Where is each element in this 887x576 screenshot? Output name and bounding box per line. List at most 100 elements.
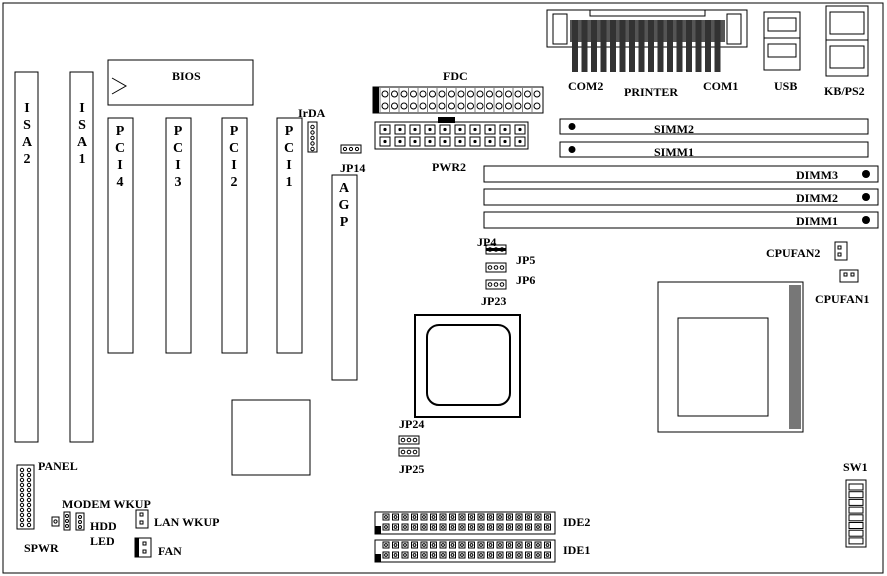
cpu-socket	[657, 281, 804, 433]
svg-text:I: I	[286, 158, 291, 173]
usb-label: USB	[774, 79, 797, 93]
svg-text:I: I	[175, 158, 180, 173]
jp5-label: JP5	[516, 253, 535, 267]
lan-wkup-label: LAN WKUP	[154, 515, 219, 529]
hdd-label: HDD	[90, 519, 117, 533]
south-bridge-chip	[231, 399, 311, 476]
svg-text:P: P	[174, 124, 183, 139]
pci1-slot	[276, 117, 303, 354]
isa2-slot	[14, 71, 39, 443]
com1-label: COM1	[703, 79, 738, 93]
cpufan2-header	[834, 241, 848, 261]
svg-text:C: C	[115, 141, 125, 156]
isa1-slot-label: I S A 1	[77, 101, 88, 167]
simm2-label: SIMM2	[654, 122, 694, 136]
svg-text:2: 2	[24, 152, 31, 167]
svg-text:A: A	[22, 135, 33, 150]
pwr2-latch	[438, 117, 455, 123]
hdd-led-header	[75, 512, 85, 531]
panel-label: PANEL	[38, 459, 78, 473]
cpufan1-label: CPUFAN1	[815, 292, 869, 306]
svg-text:P: P	[116, 124, 125, 139]
svg-text:A: A	[77, 135, 88, 150]
isa2-slot-label: I S A 2	[22, 101, 33, 167]
svg-text:S: S	[23, 118, 31, 133]
lan-wkup-header	[135, 509, 149, 529]
bios-chip	[107, 59, 254, 106]
svg-text:I: I	[117, 158, 122, 173]
sw1-dip-switch	[845, 479, 867, 548]
simm1-label: SIMM1	[654, 145, 694, 159]
svg-text:4: 4	[117, 175, 124, 190]
cpufan2-label: CPUFAN2	[766, 246, 820, 260]
led-label: LED	[90, 534, 115, 548]
pci1-slot-label: P C I 1	[284, 124, 294, 190]
ide1-connector	[374, 539, 556, 563]
svg-text:I: I	[24, 101, 29, 116]
dimm1-key	[862, 216, 870, 224]
svg-text:A: A	[339, 181, 350, 196]
jp24-label: JP24	[399, 417, 424, 431]
kbps2-label: KB/PS2	[824, 84, 865, 98]
agp-slot	[331, 174, 358, 381]
spwr-header	[51, 516, 60, 527]
jp24-jp25-jumpers	[398, 435, 420, 457]
ide1-label: IDE1	[563, 543, 590, 557]
bios-notch	[111, 77, 128, 95]
irda-pins	[310, 124, 315, 152]
fdc-pin1-marker	[373, 87, 379, 113]
jp14-label: JP14	[340, 161, 365, 175]
dimm3-slot	[483, 165, 879, 183]
irda-header	[307, 121, 318, 153]
fan-label: FAN	[158, 544, 182, 558]
isa1-slot	[69, 71, 94, 443]
jp14-pins	[342, 146, 360, 152]
pci2-slot-label: P C I 2	[229, 124, 239, 190]
svg-text:P: P	[230, 124, 239, 139]
jp25-label: JP25	[399, 462, 424, 476]
dimm2-label: DIMM2	[796, 191, 838, 205]
cpufan1-header	[839, 269, 859, 283]
svg-text:S: S	[78, 118, 86, 133]
jp4-jp5-jp6-jumpers	[485, 244, 507, 290]
fdc-pins	[379, 88, 541, 112]
dimm3-key	[862, 170, 870, 178]
pwr2-pins	[379, 124, 526, 147]
svg-text:1: 1	[286, 175, 293, 190]
pci3-slot-label: P C I 3	[173, 124, 183, 190]
fdc-label: FDC	[443, 69, 468, 83]
sw1-label: SW1	[843, 460, 868, 474]
com2-label: COM2	[568, 79, 603, 93]
simm2-slot	[559, 118, 869, 135]
svg-text:3: 3	[175, 175, 182, 190]
irda-label: IrDA	[298, 106, 326, 120]
svg-text:I: I	[79, 101, 84, 116]
dimm2-slot	[483, 188, 879, 206]
svg-text:1: 1	[79, 152, 86, 167]
svg-text:P: P	[285, 124, 294, 139]
kb-ps2-ports	[825, 5, 869, 77]
jp14-jumper	[340, 144, 362, 154]
ide2-label: IDE2	[563, 515, 590, 529]
serial-parallel-ports	[546, 9, 748, 72]
svg-text:C: C	[229, 141, 239, 156]
dimm2-key	[862, 193, 870, 201]
pwr2-connector	[374, 121, 529, 150]
dimm1-label: DIMM1	[796, 214, 838, 228]
svg-text:G: G	[339, 198, 350, 213]
svg-text:P: P	[340, 215, 349, 230]
pci4-slot	[107, 117, 134, 354]
bios-label: BIOS	[172, 69, 201, 83]
pci2-slot	[221, 117, 248, 354]
dimm1-slot	[483, 211, 879, 229]
spwr-label: SPWR	[24, 541, 59, 555]
modem-wkup-header	[63, 511, 71, 531]
ide2-connector	[374, 511, 556, 535]
svg-text:2: 2	[231, 175, 238, 190]
pci4-slot-label: P C I 4	[115, 124, 125, 190]
modem-wkup-label: MODEM WKUP	[62, 497, 151, 511]
simm1-slot	[559, 141, 869, 158]
panel-pins	[19, 467, 32, 528]
